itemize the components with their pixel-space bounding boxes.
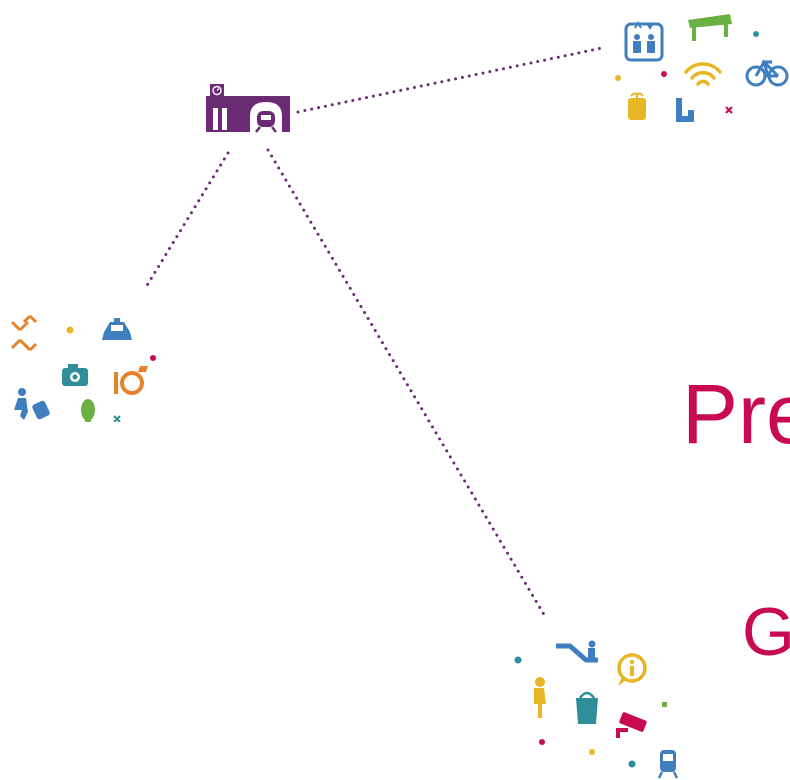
security-camera-icon — [616, 712, 647, 738]
top-right-icon-cluster — [615, 14, 789, 122]
picnic-shelter-icon — [688, 14, 732, 41]
close-marker-icon — [113, 415, 121, 422]
dot — [66, 326, 74, 334]
elevator-icon — [624, 21, 664, 62]
dot — [753, 31, 759, 37]
left-icon-cluster — [10, 314, 156, 422]
bottom-icon-cluster — [514, 640, 678, 779]
dot — [589, 749, 595, 755]
music-icon — [676, 98, 694, 122]
dot — [539, 739, 545, 745]
traveler-luggage-icon — [14, 388, 50, 420]
title-line-1: Pre — [682, 367, 790, 461]
dot — [150, 355, 156, 361]
shopping-bag-icon — [576, 691, 598, 724]
dot — [628, 760, 636, 768]
dot — [615, 75, 621, 81]
restaurant-icon — [114, 366, 148, 395]
taxi-icon — [102, 318, 132, 340]
bicycle-icon — [745, 59, 789, 87]
tram-icon — [657, 750, 678, 779]
title-line-2: G — [742, 594, 790, 670]
tree-icon — [81, 399, 95, 422]
dot — [661, 71, 667, 77]
dot — [662, 702, 667, 707]
train-station-icon — [206, 84, 290, 133]
close-marker-icon — [725, 106, 733, 114]
information-icon — [617, 653, 647, 686]
connector-top-right — [296, 46, 604, 114]
pedestrian-icon — [534, 677, 546, 718]
connector-bottom — [266, 148, 548, 620]
camera-icon — [62, 364, 88, 386]
dot — [514, 656, 522, 664]
connector-left — [144, 151, 230, 289]
meeting-point-icon — [10, 314, 38, 352]
escalator-icon — [556, 640, 598, 663]
wifi-icon — [684, 62, 722, 86]
gift-icon — [628, 92, 646, 120]
